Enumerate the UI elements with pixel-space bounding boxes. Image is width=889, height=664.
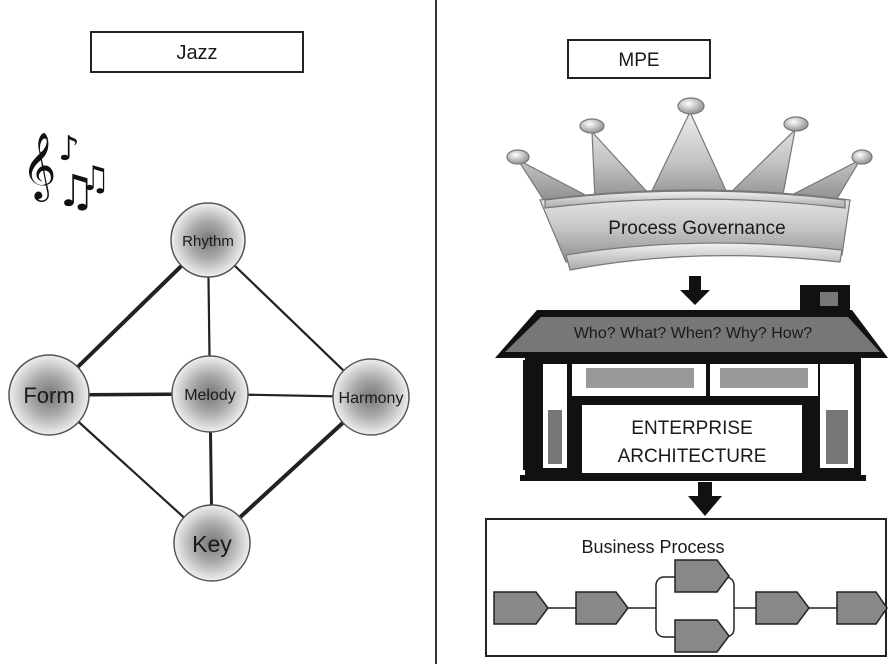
node-rhythm-label: Rhythm (182, 233, 234, 250)
node-melody: Melody (171, 355, 249, 433)
node-form: Form (8, 354, 90, 436)
business-process-box: Business Process (485, 518, 888, 657)
mpe-title: MPE (618, 50, 659, 71)
node-key: Key (173, 504, 251, 582)
arrow-down-icon (688, 482, 722, 516)
roof-label: Who? What? When? Why? How? (574, 325, 812, 342)
mpe-title-box: MPE (567, 39, 711, 79)
svg-text:♪: ♪ (58, 129, 80, 169)
business-process-title: Business Process (581, 537, 724, 557)
house-label-line1: ENTERPRISE (631, 418, 752, 439)
house-label-line2: ARCHITECTURE (618, 446, 767, 467)
node-key-label: Key (192, 531, 232, 557)
house-icon: Who? What? When? Why? How? ENTERPRISE AR… (495, 285, 888, 481)
process-step (674, 619, 730, 653)
process-step (575, 591, 629, 625)
node-rhythm: Rhythm (170, 202, 246, 278)
process-step (836, 591, 888, 625)
process-step (674, 559, 730, 593)
process-step (755, 591, 810, 625)
node-melody-label: Melody (184, 387, 236, 404)
process-step (493, 591, 549, 625)
node-form-label: Form (23, 383, 74, 408)
music-notes-icon: 𝄞 ♪ ♫ ♫ (22, 129, 110, 217)
crown-label: Process Governance (608, 218, 785, 239)
node-harmony: Harmony (332, 358, 410, 436)
node-harmony-label: Harmony (339, 390, 404, 407)
svg-text:♫: ♫ (56, 166, 95, 217)
arrow-down-icon (680, 276, 710, 305)
svg-text:𝄞: 𝄞 (22, 131, 56, 202)
jazz-title-box: Jazz (90, 31, 304, 73)
crown-icon: Process Governance (506, 97, 873, 271)
jazz-title: Jazz (176, 42, 217, 64)
svg-text:♫: ♫ (80, 159, 110, 199)
